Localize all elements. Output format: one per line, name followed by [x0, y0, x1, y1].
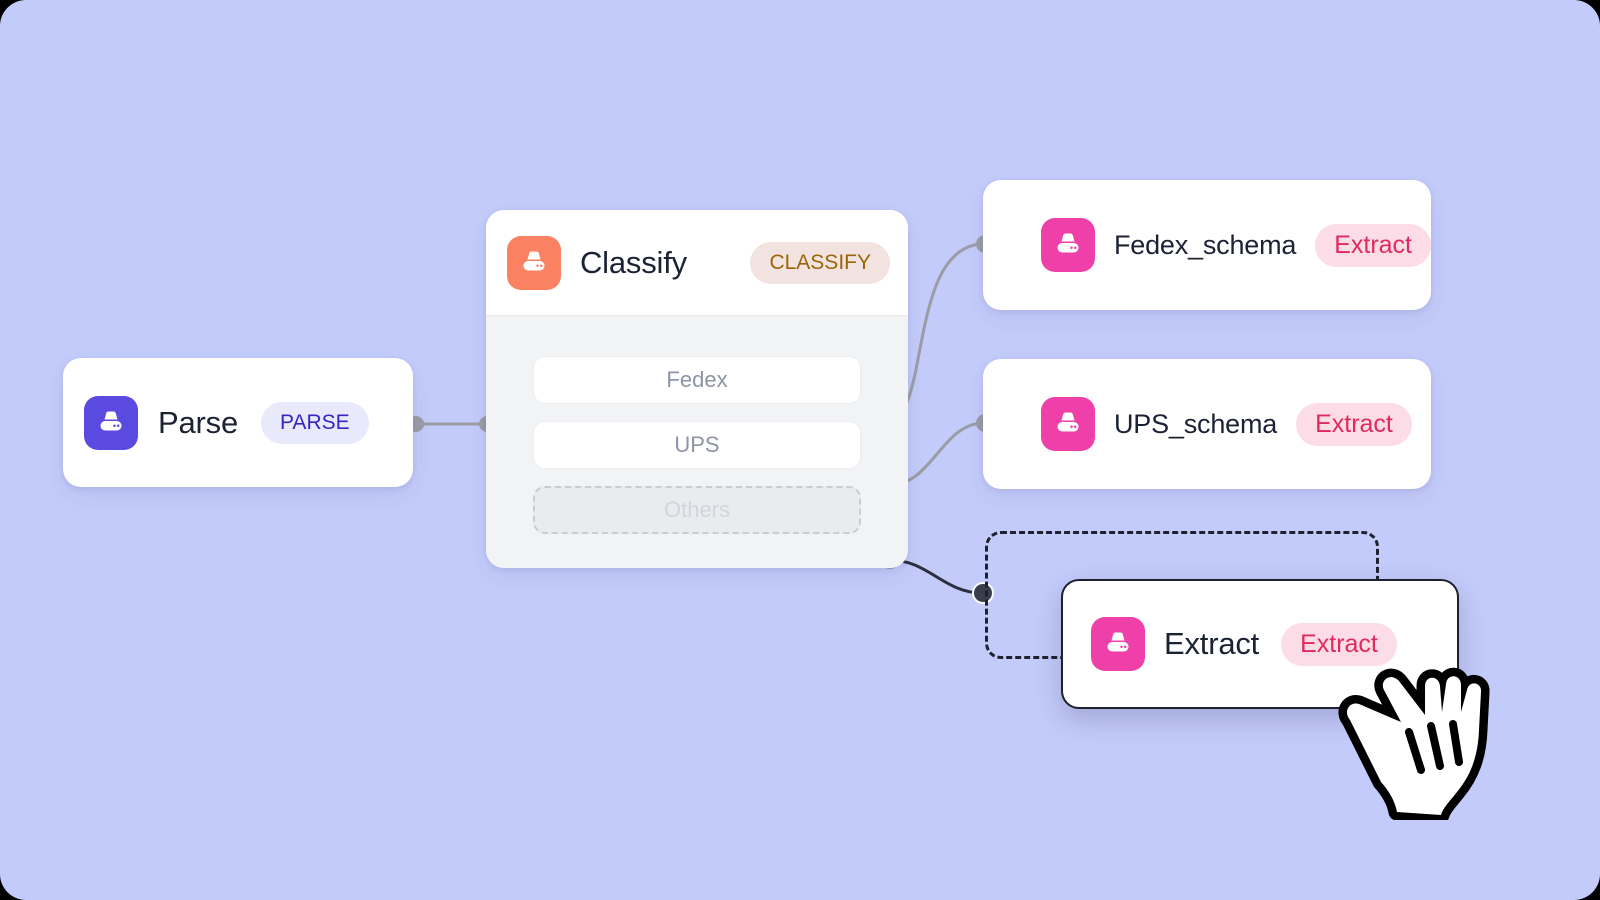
- status-badge[interactable]: Extract: [1296, 402, 1412, 446]
- classify-header: Classify CLASSIFY: [486, 210, 908, 316]
- edge-others-to-dropzone: [889, 558, 983, 595]
- status-badge[interactable]: Extract: [1315, 223, 1431, 267]
- classify-option-ups[interactable]: UPS: [533, 421, 861, 469]
- node-title: Extract: [1164, 626, 1260, 661]
- status-badge[interactable]: CLASSIFY: [750, 241, 890, 284]
- node-title: Classify: [580, 244, 687, 280]
- database-drive-icon: [84, 395, 138, 450]
- node-title: Fedex_schema: [1114, 229, 1297, 260]
- status-badge[interactable]: PARSE: [260, 401, 369, 444]
- classify-option-fedex[interactable]: Fedex: [533, 356, 861, 404]
- classify-options-list: Fedex UPS Others: [486, 316, 908, 568]
- node-ups-schema[interactable]: UPS_schema Extract: [983, 359, 1431, 489]
- node-title: UPS_schema: [1114, 408, 1278, 439]
- database-drive-icon: [1091, 617, 1145, 671]
- node-fedex-schema[interactable]: Fedex_schema Extract: [983, 180, 1431, 310]
- node-classify[interactable]: Classify CLASSIFY Fedex UPS Others: [486, 210, 908, 568]
- node-extract-dragged[interactable]: Extract Extract: [1061, 579, 1459, 709]
- node-title: Parse: [158, 404, 238, 440]
- classify-option-others[interactable]: Others: [533, 486, 861, 534]
- database-drive-icon: [507, 235, 561, 290]
- database-drive-icon: [1041, 218, 1095, 272]
- status-badge[interactable]: Extract: [1281, 622, 1397, 666]
- node-parse[interactable]: Parse PARSE: [63, 358, 413, 487]
- database-drive-icon: [1041, 397, 1095, 451]
